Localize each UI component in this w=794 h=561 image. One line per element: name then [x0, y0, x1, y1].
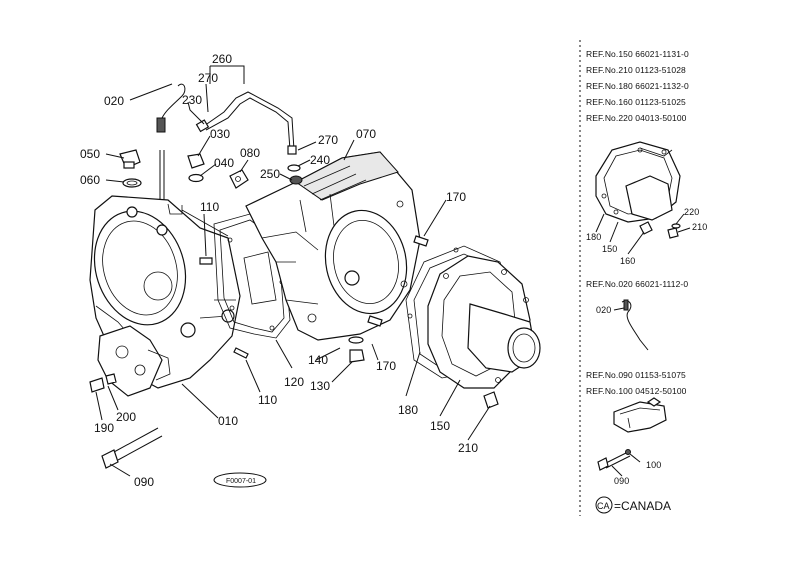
- callout-140: 140: [308, 353, 328, 367]
- ref-line-160: REF.No.160 01123-51025: [586, 97, 686, 107]
- drawing-stamp: F0007-01: [213, 472, 267, 488]
- detail-dipstick-drawing: [613, 299, 649, 351]
- breather-pipe-drawing: [195, 91, 297, 155]
- callout-110-upper: 110: [200, 200, 219, 214]
- callout-150: 150: [430, 419, 450, 433]
- ref-line-150: REF.No.150 66021-1131-0: [586, 49, 689, 59]
- plug-050-drawing: [119, 149, 142, 188]
- fittings-240-250-drawing: [287, 164, 303, 185]
- detail-rear-cover-drawing: [595, 141, 691, 255]
- callout-240: 240: [310, 153, 330, 167]
- callout-040: 040: [214, 156, 234, 170]
- leader-lines: [95, 65, 491, 477]
- callout-080: 080: [240, 146, 260, 160]
- detail1-label-210: 210: [692, 222, 707, 232]
- callout-270-top: 270: [198, 71, 218, 85]
- callout-070: 070: [356, 127, 376, 141]
- callout-270-right: 270: [318, 133, 338, 147]
- callout-130: 130: [310, 379, 330, 393]
- ref-line-210: REF.No.210 01123-51028: [586, 65, 686, 75]
- callout-170-upper: 170: [446, 190, 466, 204]
- callout-labels: 020 230 260 270 030 050 060 040 080 270 …: [80, 52, 478, 489]
- rear-cover-drawing: [427, 255, 541, 389]
- detail1-label-220: 220: [684, 207, 699, 217]
- ref-line-020: REF.No.020 66021-1112-0: [586, 279, 688, 289]
- callout-170-lower: 170: [376, 359, 396, 373]
- detail1-label-150: 150: [602, 244, 617, 254]
- callout-260: 260: [212, 52, 232, 66]
- callout-180: 180: [398, 403, 418, 417]
- ref-line-180: REF.No.180 66021-1132-0: [586, 81, 689, 91]
- stamp-text: F0007-01: [226, 478, 256, 485]
- legend-code: CA: [597, 501, 610, 511]
- detail3-label-100: 100: [646, 460, 661, 470]
- plug-130-drawing: [348, 336, 365, 363]
- callout-030: 030: [210, 127, 230, 141]
- detail1-label-180: 180: [586, 232, 601, 242]
- callout-210: 210: [458, 441, 478, 455]
- legend-circle: [595, 496, 613, 514]
- callout-060: 060: [80, 173, 100, 187]
- detail3-label-090: 090: [614, 476, 629, 486]
- main-exploded-view: 020 230 260 270 030 050 060 040 080 270 …: [80, 52, 541, 489]
- callout-010: 010: [218, 414, 238, 428]
- callout-190: 190: [94, 421, 114, 435]
- callout-200: 200: [116, 410, 136, 424]
- dipstick-drawing: [156, 83, 186, 133]
- plug-030-drawing: [187, 153, 205, 183]
- callout-050: 050: [80, 147, 100, 161]
- side-panel: REF.No.150 66021-1131-0 REF.No.210 01123…: [579, 40, 707, 516]
- callout-230: 230: [182, 93, 202, 107]
- ref-line-220: REF.No.220 04013-50100: [586, 113, 687, 123]
- callout-020: 020: [104, 94, 124, 108]
- bolts-lower-drawing: [89, 373, 163, 469]
- callout-250: 250: [260, 167, 280, 181]
- detail2-label-020: 020: [596, 305, 611, 315]
- transmission-case-drawing: [245, 151, 421, 341]
- dowel-pins-drawing: [199, 235, 429, 359]
- detail1-label-160: 160: [620, 256, 635, 266]
- front-housing-drawing: [89, 150, 241, 397]
- callout-090: 090: [134, 475, 154, 489]
- callout-120: 120: [284, 375, 304, 389]
- canada-legend: CA =CANADA: [595, 496, 671, 514]
- ref-line-090: REF.No.090 01153-51075: [586, 370, 686, 380]
- callout-110-lower: 110: [258, 393, 277, 407]
- legend-text: =CANADA: [614, 499, 671, 513]
- detail-bolt-drawing: [597, 397, 667, 477]
- ref-line-100: REF.No.100 04512-50100: [586, 386, 687, 396]
- bolt-210-drawing: [483, 391, 499, 409]
- breather-080-drawing: [229, 169, 249, 189]
